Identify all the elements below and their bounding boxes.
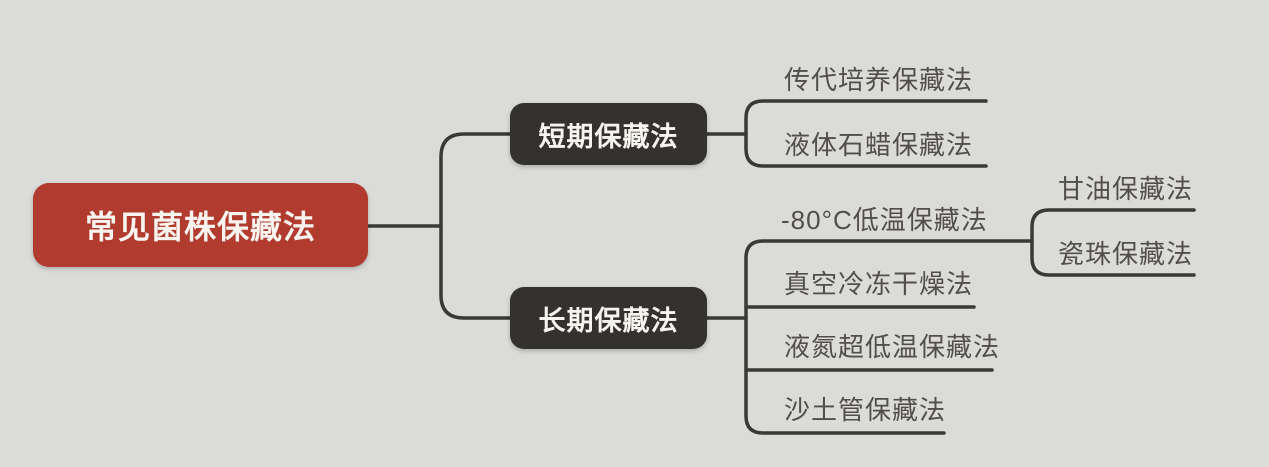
leaf-subculture-preservation[interactable]: 传代培养保藏法 [784, 65, 974, 95]
edge-spine-bracket [439, 132, 512, 320]
leaf-liquid-paraffin-preservation[interactable]: 液体石蜡保藏法 [784, 130, 974, 160]
leaf-sand-tube-preservation[interactable]: 沙土管保藏法 [784, 395, 947, 425]
edge-minus80-bracket [1030, 208, 1196, 277]
branch-node-short-term-label: 短期保藏法 [538, 121, 679, 152]
branch-node-long-term-label: 长期保藏法 [538, 305, 679, 336]
leaf-vacuum-freeze-drying[interactable]: 真空冷冻干燥法 [784, 269, 974, 299]
edge-long-bracket [744, 239, 1034, 435]
leaf-minus80-low-temp-preservation[interactable]: -80°C低温保藏法 [781, 205, 988, 235]
leaf-liquid-nitrogen-ultra-low-temp[interactable]: 液氮超低温保藏法 [784, 332, 1001, 362]
root-node-label: 常见菌株保藏法 [84, 209, 316, 245]
leaf-glycerol-preservation[interactable]: 甘油保藏法 [1058, 174, 1194, 204]
edge-short-bracket [744, 99, 988, 168]
root-node[interactable]: 常见菌株保藏法 [33, 183, 368, 267]
leaf-porcelain-bead-preservation[interactable]: 瓷珠保藏法 [1058, 239, 1194, 269]
branch-node-short-term[interactable]: 短期保藏法 [510, 103, 707, 165]
branch-node-long-term[interactable]: 长期保藏法 [510, 287, 707, 349]
